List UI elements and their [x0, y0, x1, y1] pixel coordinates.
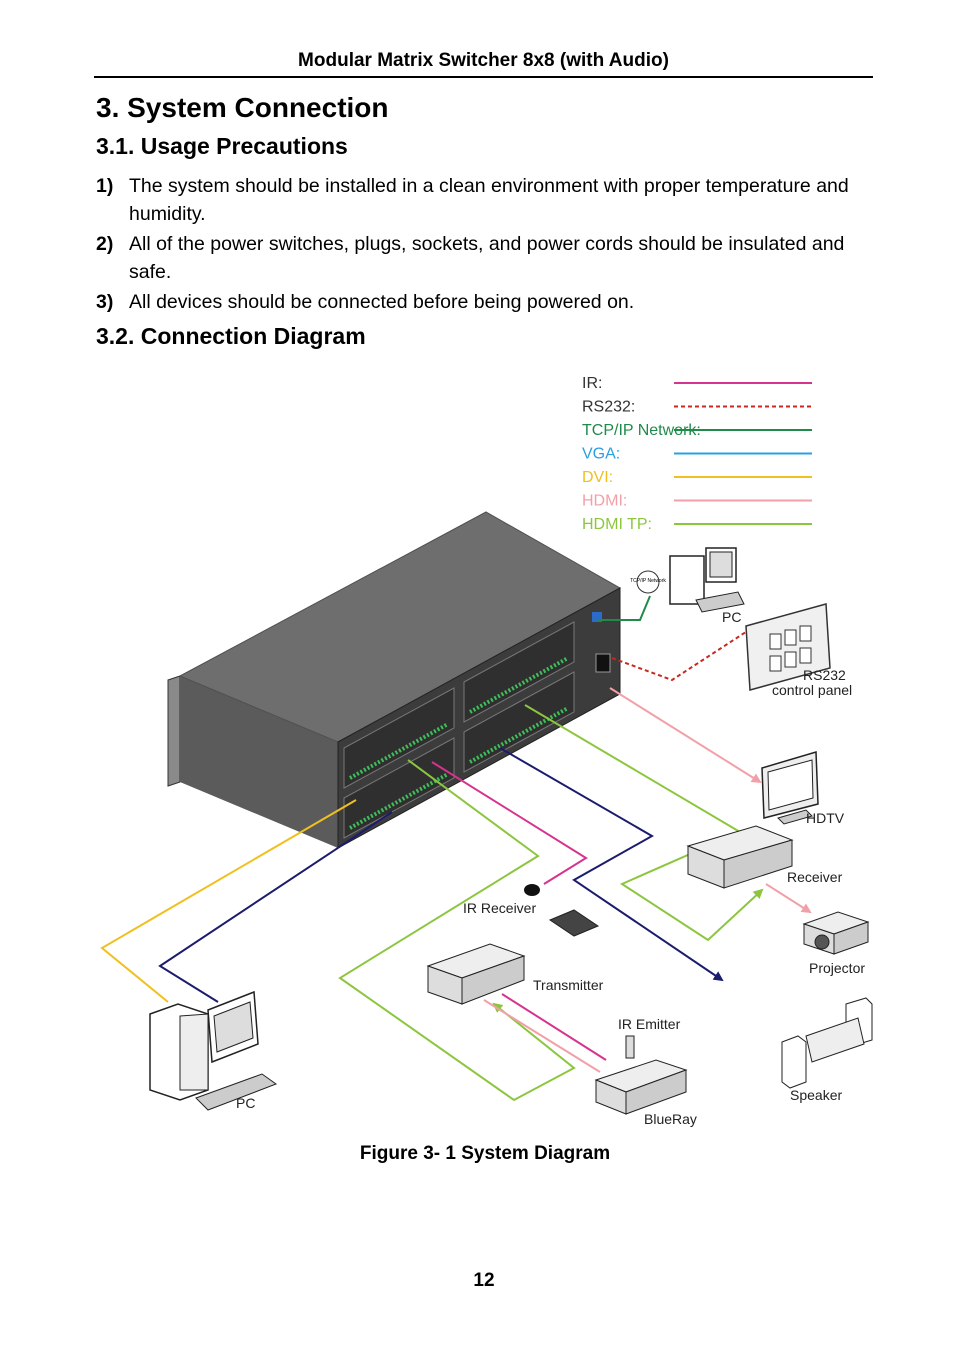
pc-bottom-label: PC	[236, 1095, 255, 1111]
legend-label: HDMI TP:	[582, 516, 652, 533]
hdmi-tp-cable-receiver	[524, 704, 764, 942]
terminal-block	[469, 706, 569, 764]
tcp-ip-cable	[597, 595, 651, 621]
terminal-block	[349, 772, 449, 830]
speaker-icon: Speaker	[781, 997, 873, 1103]
header-rule	[94, 76, 873, 78]
list-item: 3) All devices should be connected befor…	[96, 289, 880, 317]
running-header: Modular Matrix Switcher 8x8 (with Audio)	[298, 50, 669, 71]
panel-button	[799, 647, 812, 664]
rs232-panel-label-2: control panel	[772, 682, 852, 698]
hdmi-cable-hdtv	[609, 687, 762, 784]
receiver-label: Receiver	[787, 869, 843, 885]
io-module	[463, 621, 575, 723]
legend-label: DVI:	[582, 469, 613, 486]
ir-receiver-icon: IR Receiver	[463, 884, 540, 916]
pc-top-label: PC	[722, 609, 741, 625]
dvi-cable-pc	[100, 799, 357, 1003]
hdtv-icon: HDTV	[761, 751, 845, 826]
svg-text:TCP/IP Network: TCP/IP Network	[630, 578, 666, 584]
hdmi-cable-blueray	[483, 999, 601, 1073]
legend-label: VGA:	[582, 446, 620, 463]
matrix-switcher	[167, 511, 622, 849]
io-module	[343, 687, 455, 789]
section-title: 3. System Connection	[96, 92, 389, 123]
rack-ear	[167, 675, 181, 787]
ir-emitter-cable	[501, 993, 607, 1061]
pc-top-icon: TCP/IP Network PC	[630, 547, 745, 625]
io-module	[463, 671, 575, 773]
ir-cable-receiver	[431, 761, 588, 885]
legend: IR: RS232: TCP/IP Network: VGA: DVI: HDMI: HDM…	[582, 375, 812, 533]
remote-control-icon	[548, 909, 600, 937]
power-socket	[595, 653, 611, 673]
ir-receiver-label: IR Receiver	[463, 900, 536, 916]
io-modules	[343, 621, 575, 839]
blueray-player-icon: BlueRay	[594, 1059, 697, 1127]
speaker-label: Speaker	[790, 1087, 842, 1103]
terminal-block	[349, 722, 449, 780]
panel-buttons	[769, 625, 812, 672]
chassis-side	[180, 676, 338, 848]
projector-label: Projector	[809, 960, 865, 976]
panel-button	[769, 655, 782, 672]
page-number: 12	[473, 1270, 495, 1291]
system-connection-diagram: IR: RS232: TCP/IP Network: VGA: DVI: HDMI: HDM…	[100, 375, 873, 1127]
rs232-cable	[611, 627, 753, 682]
list-item-text: All of the power switches, plugs, socket…	[129, 233, 845, 283]
audio-cable-speaker	[499, 747, 724, 982]
vga-port	[592, 612, 602, 622]
list-item: 1) The system should be installed in a c…	[96, 173, 880, 228]
list-item-number: 1)	[96, 175, 114, 197]
list-item-number: 3)	[96, 291, 114, 313]
legend-label: RS232:	[582, 399, 635, 416]
ir-emitter-icon: IR Emitter	[618, 1016, 681, 1059]
subsection-title-diagram: 3.2. Connection Diagram	[96, 323, 366, 349]
hdmi-tp-cable-transmitter	[338, 759, 576, 1102]
panel-button	[784, 629, 797, 646]
legend-label: IR:	[582, 375, 602, 392]
network-icon	[636, 570, 660, 594]
legend-label: HDMI:	[582, 493, 627, 510]
blueray-label: BlueRay	[644, 1111, 697, 1127]
precautions-list: 1) The system should be installed in a c…	[96, 173, 880, 320]
cables	[100, 595, 764, 1102]
panel-button	[769, 633, 782, 650]
hdtv-label: HDTV	[806, 810, 845, 826]
io-module	[343, 737, 455, 839]
list-item-number: 2)	[96, 233, 114, 255]
panel-button	[784, 651, 797, 668]
transmitter-icon: Transmitter	[426, 943, 604, 1005]
ir-emitter-label: IR Emitter	[618, 1016, 681, 1032]
pc-bottom-icon: PC	[149, 990, 278, 1111]
vga-cable-pc	[158, 811, 393, 1003]
transmitter-label: Transmitter	[533, 977, 604, 993]
list-item-text: All devices should be connected before b…	[129, 291, 635, 313]
panel-button	[799, 625, 812, 642]
figure-caption: Figure 3- 1 System Diagram	[359, 1143, 611, 1164]
legend-label: TCP/IP Network:	[582, 422, 701, 439]
subsection-title-precautions: 3.1. Usage Precautions	[96, 133, 348, 159]
terminal-block	[469, 656, 569, 714]
receiver-icon: Receiver	[686, 825, 843, 889]
list-item-text: The system should be installed in a clea…	[129, 175, 849, 225]
list-item: 2) All of the power switches, plugs, soc…	[96, 231, 880, 286]
rs232-control-panel-icon: RS232 control panel	[745, 603, 852, 698]
rs232-panel-label-1: RS232	[803, 667, 846, 683]
projector-icon: Projector	[802, 911, 870, 976]
